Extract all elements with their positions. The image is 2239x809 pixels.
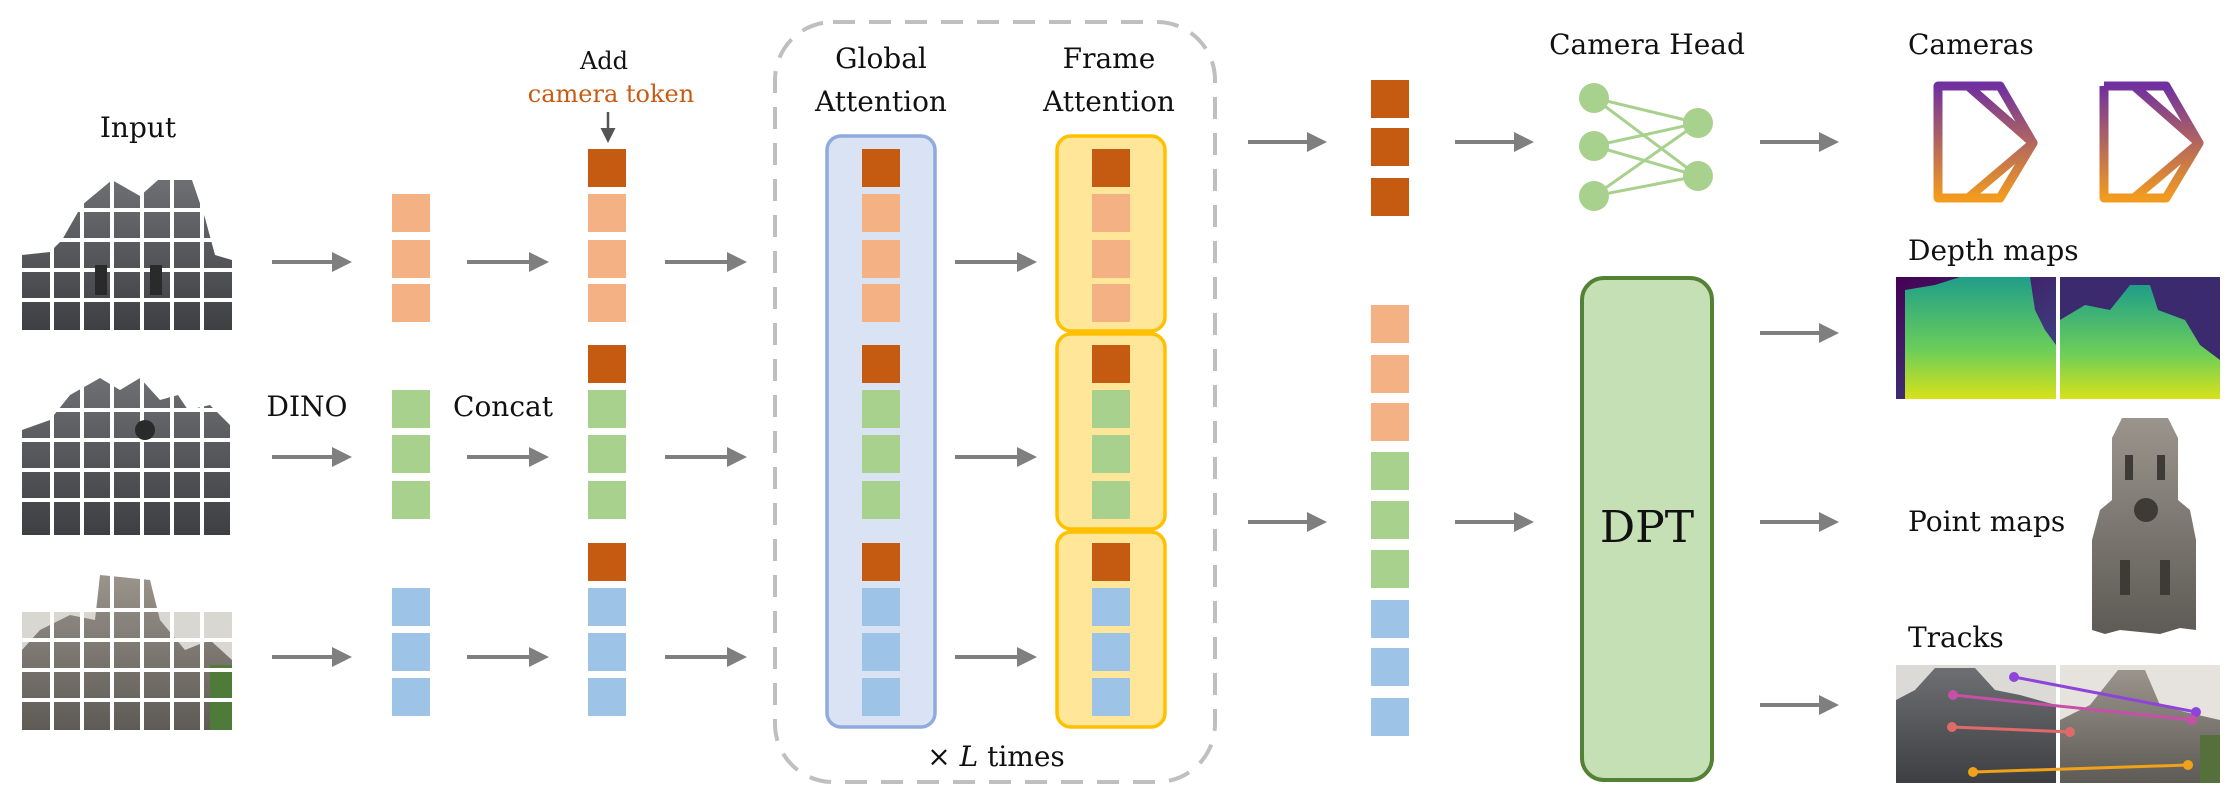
global-attention-box — [825, 134, 937, 729]
point-map-cloud — [2092, 418, 2196, 634]
global-attention-label-line1: Global — [835, 42, 927, 75]
tracks-label: Tracks — [1908, 621, 2004, 654]
input-image-2 — [20, 375, 232, 537]
concat-tokens — [588, 149, 626, 716]
frame-attention-boxes — [1055, 134, 1167, 729]
global-attention-tokens — [862, 149, 900, 716]
add-label: Add — [579, 47, 629, 75]
frame-attention-label-line2: Attention — [1043, 85, 1175, 118]
dino-tokens — [392, 194, 430, 716]
camera-token-label: camera token — [527, 80, 695, 108]
track-lines — [1947, 672, 2201, 777]
global-attention-label-line2: Attention — [815, 85, 947, 118]
camera-output-tokens — [1371, 80, 1409, 216]
frame-attention-label-line1: Frame — [1062, 42, 1156, 75]
l-times-label: × L times — [927, 743, 1065, 771]
depth-map-2 — [2060, 277, 2220, 399]
times-word: times — [987, 740, 1065, 773]
point-maps-label: Point maps — [1908, 505, 2066, 538]
input-image-1 — [20, 180, 234, 332]
input-image-3 — [20, 575, 234, 732]
dpt-label: DPT — [1599, 502, 1695, 553]
frame-attention-tokens — [1092, 149, 1130, 716]
flow-arrows — [272, 132, 1839, 715]
camera-frustum-2 — [2099, 81, 2204, 203]
camera-head-label: Camera Head — [1549, 28, 1745, 61]
dpt-box — [1580, 276, 1714, 782]
dino-label: DINO — [266, 390, 348, 423]
track-image-1 — [1896, 665, 2056, 783]
times-variable: L — [959, 740, 979, 773]
cameras-label: Cameras — [1908, 28, 2034, 61]
concat-label: Concat — [453, 390, 553, 423]
camera-head-mlp — [1579, 83, 1713, 211]
camera-frustum-1 — [1933, 81, 2038, 203]
patch-output-tokens — [1371, 305, 1409, 736]
input-label: Input — [99, 111, 177, 144]
depth-map-1 — [1896, 277, 2056, 399]
depth-maps-label: Depth maps — [1908, 234, 2079, 267]
transformer-block-dashed-box — [773, 20, 1217, 784]
times-symbol: × — [927, 740, 951, 773]
